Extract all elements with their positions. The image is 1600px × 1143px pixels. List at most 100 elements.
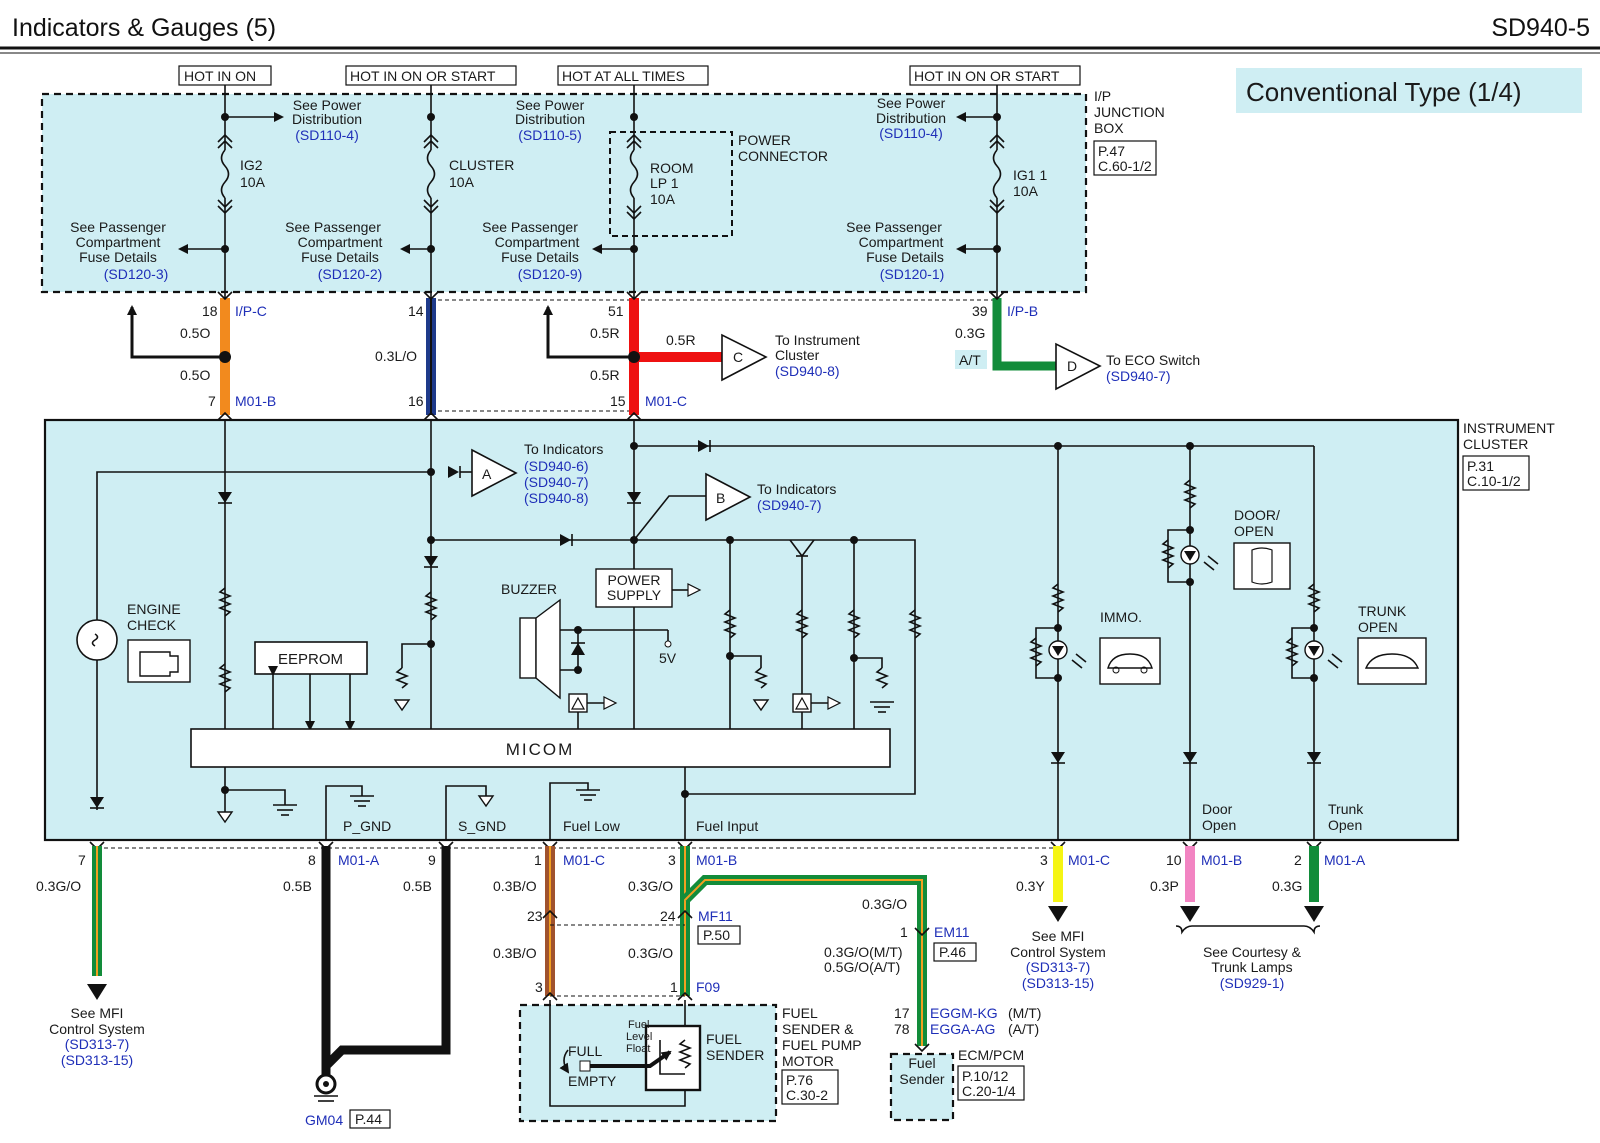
svg-text:(SD313-15): (SD313-15) — [61, 1052, 133, 1068]
wire-ground — [321, 846, 451, 1080]
svg-text:Compartment: Compartment — [76, 234, 161, 250]
svg-text:P.47: P.47 — [1098, 143, 1125, 159]
svg-text:EMPTY: EMPTY — [568, 1073, 617, 1089]
svg-text:Level: Level — [626, 1031, 652, 1043]
svg-text:D: D — [1067, 358, 1077, 374]
svg-text:9: 9 — [428, 852, 436, 868]
svg-text:C.60-1/2: C.60-1/2 — [1098, 158, 1152, 174]
svg-text:Trunk: Trunk — [1328, 801, 1364, 817]
svg-text:8: 8 — [308, 852, 316, 868]
svg-text:See Power: See Power — [877, 95, 946, 111]
svg-text:0.5G/O(A/T): 0.5G/O(A/T) — [824, 959, 900, 975]
svg-text:MOTOR: MOTOR — [782, 1053, 834, 1069]
svg-text:MF11: MF11 — [698, 908, 733, 924]
svg-text:See Passenger: See Passenger — [482, 219, 578, 235]
svg-text:(SD110-5): (SD110-5) — [518, 127, 582, 143]
svg-text:5V: 5V — [659, 650, 677, 666]
top-harness: 18 I/P-C 14 51 39 I/P-B 7 M01-B 16 15 M0… — [127, 291, 1058, 421]
svg-text:POWER: POWER — [738, 132, 791, 148]
svg-text:See MFI: See MFI — [71, 1005, 124, 1021]
svg-text:IMMO.: IMMO. — [1100, 609, 1142, 625]
svg-text:2: 2 — [1294, 852, 1302, 868]
svg-text:P.10/12: P.10/12 — [962, 1068, 1009, 1084]
svg-text:0.3B/O: 0.3B/O — [493, 945, 537, 961]
svg-text:FUEL: FUEL — [782, 1005, 818, 1021]
power-label-hot-all-times: HOT AT ALL TIMES — [562, 68, 685, 84]
svg-text:CONNECTOR: CONNECTOR — [738, 148, 828, 164]
svg-text:0.3G/O: 0.3G/O — [628, 945, 673, 961]
fuse-ig2: IG2 — [240, 157, 263, 173]
svg-text:Open: Open — [1328, 817, 1362, 833]
svg-text:3: 3 — [668, 852, 676, 868]
svg-text:Fuel: Fuel — [628, 1019, 649, 1031]
svg-text:(A/T): (A/T) — [1008, 1021, 1039, 1037]
svg-text:10A: 10A — [449, 174, 475, 190]
connector-c: C To Instrument Cluster (SD940-8) — [721, 332, 860, 382]
see-fuse-links: See Passenger Compartment Fuse Details (… — [70, 219, 1001, 282]
svg-text:16: 16 — [408, 393, 424, 409]
power-connector: POWER CONNECTOR — [609, 131, 828, 237]
svg-text:EEPROM: EEPROM — [278, 651, 343, 668]
svg-text:EGGM-KG: EGGM-KG — [930, 1005, 998, 1021]
svg-text:P.44: P.44 — [355, 1111, 382, 1127]
svg-text:(SD313-7): (SD313-7) — [1026, 959, 1091, 975]
svg-text:0.3Y: 0.3Y — [1016, 878, 1045, 894]
svg-text:A: A — [482, 466, 492, 482]
svg-text:ENGINE: ENGINE — [127, 601, 181, 617]
svg-text:0.5R: 0.5R — [590, 367, 620, 383]
svg-text:SUPPLY: SUPPLY — [607, 587, 662, 603]
fuse-ig1-1: IG1 1 — [1013, 167, 1047, 183]
svg-text:(SD940-8): (SD940-8) — [775, 363, 840, 379]
svg-text:0.3G/O: 0.3G/O — [36, 878, 81, 894]
svg-text:See Power: See Power — [516, 97, 585, 113]
svg-text:0.5R: 0.5R — [666, 332, 696, 348]
svg-text:To Indicators: To Indicators — [757, 481, 836, 497]
fuel-sender: FULL EMPTY Fuel Level Float FUEL SENDER … — [518, 1000, 862, 1123]
svg-text:P.76: P.76 — [786, 1072, 813, 1088]
svg-text:M01-B: M01-B — [696, 852, 737, 868]
svg-text:Control System: Control System — [1010, 944, 1106, 960]
connector-b: B To Indicators (SD940-7) — [705, 472, 836, 522]
svg-text:M01-A: M01-A — [338, 852, 380, 868]
junction-box — [40, 92, 1088, 294]
svg-text:JUNCTION: JUNCTION — [1094, 104, 1165, 120]
svg-text:Trunk Lamps: Trunk Lamps — [1211, 959, 1292, 975]
cluster-label: INSTRUMENT CLUSTER P.31 C.10-1/2 — [1462, 420, 1555, 491]
page-code: SD940-5 — [1491, 14, 1590, 42]
power-label-hot-on-start-1: HOT IN ON OR START — [350, 68, 496, 84]
svg-text:POWER: POWER — [608, 572, 661, 588]
svg-text:M01-A: M01-A — [1324, 852, 1366, 868]
svg-text:Control System: Control System — [49, 1021, 145, 1037]
svg-text:ECM/PCM: ECM/PCM — [958, 1047, 1024, 1063]
svg-text:TRUNK: TRUNK — [1358, 603, 1407, 619]
type-badge: Conventional Type (1/4) — [1236, 68, 1582, 113]
svg-text:Float: Float — [626, 1043, 650, 1055]
fuse-labels: IG2 10A CLUSTER 10A ROOM LP 1 10A IG1 1 … — [240, 157, 1047, 207]
svg-text:C.30-2: C.30-2 — [786, 1087, 828, 1103]
svg-text:See Power: See Power — [293, 97, 362, 113]
svg-text:M01-C: M01-C — [1068, 852, 1110, 868]
power-label-hot-in-on: HOT IN ON — [184, 68, 256, 84]
svg-text:OPEN: OPEN — [1358, 619, 1398, 635]
svg-text:Fuel Input: Fuel Input — [696, 818, 758, 834]
svg-text:C: C — [733, 349, 743, 365]
svg-text:Door: Door — [1202, 801, 1233, 817]
svg-text:I/P: I/P — [1094, 88, 1111, 104]
svg-text:CLUSTER: CLUSTER — [1463, 436, 1528, 452]
svg-text:0.3L/O: 0.3L/O — [375, 348, 417, 364]
svg-text:LP 1: LP 1 — [650, 175, 679, 191]
svg-text:INSTRUMENT: INSTRUMENT — [1463, 420, 1555, 436]
svg-text:(SD313-7): (SD313-7) — [65, 1036, 130, 1052]
svg-text:Distribution: Distribution — [876, 110, 946, 126]
svg-text:P.50: P.50 — [703, 927, 730, 943]
svg-text:M01-B: M01-B — [235, 393, 276, 409]
svg-text:0.5O: 0.5O — [180, 367, 210, 383]
svg-text:Compartment: Compartment — [495, 234, 580, 250]
svg-text:10A: 10A — [1013, 183, 1039, 199]
svg-text:See Passenger: See Passenger — [285, 219, 381, 235]
svg-text:P.31: P.31 — [1467, 458, 1494, 474]
svg-text:B: B — [716, 490, 725, 506]
svg-text:Fuel: Fuel — [908, 1055, 935, 1071]
svg-text:See Passenger: See Passenger — [70, 219, 166, 235]
svg-text:18: 18 — [202, 303, 218, 319]
